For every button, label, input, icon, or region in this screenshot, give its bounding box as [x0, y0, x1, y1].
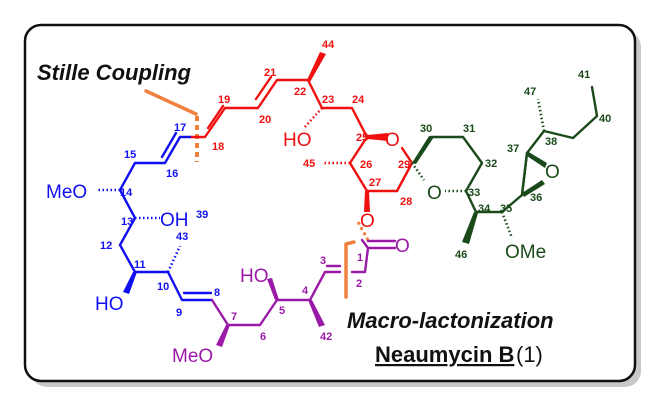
red-fragment-bonds — [188, 52, 414, 212]
carbon-number: 19 — [218, 94, 230, 106]
carbon-number: 12 — [100, 240, 112, 252]
carbon-number: 27 — [369, 177, 381, 189]
carbon-number: 47 — [524, 86, 536, 98]
carbon-number: 32 — [485, 158, 497, 170]
carbon-number: 38 — [545, 136, 557, 148]
carbon-number: 22 — [294, 86, 306, 98]
carbon-number: 37 — [507, 143, 519, 155]
carbon-number: 31 — [463, 123, 475, 135]
carbon-number: 13 — [121, 216, 133, 228]
carbon-number: 4 — [302, 285, 309, 297]
carbon-number: 15 — [124, 149, 136, 161]
carbon-number: 16 — [166, 168, 178, 180]
stille-coupling-label: Stille Coupling — [37, 60, 192, 85]
o-carbonyl-label: O — [395, 236, 410, 257]
meo-7-label: MeO — [172, 346, 213, 367]
ho-23-label: HO — [283, 130, 312, 151]
oh-13-label: OH — [160, 210, 189, 231]
carbon-number: 36 — [530, 192, 542, 204]
carbon-number: 14 — [120, 187, 133, 199]
lactonization-disconnection-line — [344, 240, 356, 299]
macrolactonization-label: Macro-lactonization — [347, 308, 554, 333]
carbon-number: 11 — [134, 259, 146, 271]
carbon-number: 2 — [356, 278, 362, 290]
green-fragment-bonds — [410, 85, 599, 244]
carbon-number: 28 — [400, 196, 412, 208]
ho-5-label: HO — [240, 266, 269, 287]
ome-35-label: OMe — [505, 242, 546, 263]
carbon-number: 45 — [303, 158, 315, 170]
carbon-number: 20 — [259, 114, 271, 126]
carbon-number: 3 — [320, 255, 326, 267]
carbon-number: 9 — [176, 307, 182, 319]
carbon-number: 44 — [322, 39, 335, 51]
compound-name: Neaumycin B — [375, 342, 514, 367]
carbon-number: 30 — [420, 123, 432, 135]
carbon-number: 43 — [176, 231, 188, 243]
carbon-number: 7 — [231, 311, 237, 323]
carbon-number: 25 — [356, 132, 368, 144]
stille-disconnection-line — [144, 89, 198, 116]
carbon-number: 41 — [578, 69, 590, 81]
carbon-numbering: 1 2 3 4 5 6 7 8 9 10 11 12 13 14 15 16 1… — [100, 39, 611, 343]
carbon-number: 26 — [360, 159, 372, 171]
o-33-ring-label: O — [427, 183, 442, 204]
o-27-ester-label: O — [360, 211, 375, 232]
blue-fragment-bonds — [98, 131, 214, 302]
carbon-number: 46 — [455, 249, 467, 261]
carbon-number: 23 — [322, 94, 334, 106]
meo-14-label: MeO — [46, 182, 87, 203]
o-25-ring-label: O — [385, 130, 400, 151]
carbon-number: 35 — [500, 203, 512, 215]
compound-number: (1) — [516, 342, 543, 367]
carbon-number: 6 — [260, 331, 266, 343]
carbon-number: 39 — [196, 209, 208, 221]
carbon-number: 33 — [468, 187, 480, 199]
carbon-number: 42 — [320, 331, 332, 343]
carbon-number: 24 — [352, 94, 365, 106]
carbon-number: 34 — [478, 203, 491, 215]
carbon-number: 5 — [279, 305, 285, 317]
carbon-number: 40 — [599, 113, 611, 125]
carbon-number: 17 — [174, 122, 186, 134]
carbon-number: 8 — [214, 287, 220, 299]
carbon-number: 21 — [264, 67, 276, 79]
carbon-number: 29 — [398, 159, 410, 171]
carbon-number: 1 — [357, 252, 363, 264]
o-epoxide-label: O — [545, 162, 560, 183]
carbon-number: 10 — [157, 281, 169, 293]
carbon-number: 18 — [212, 141, 224, 153]
ho-11-label: HO — [95, 294, 124, 315]
purple-fragment-bonds — [210, 238, 397, 347]
